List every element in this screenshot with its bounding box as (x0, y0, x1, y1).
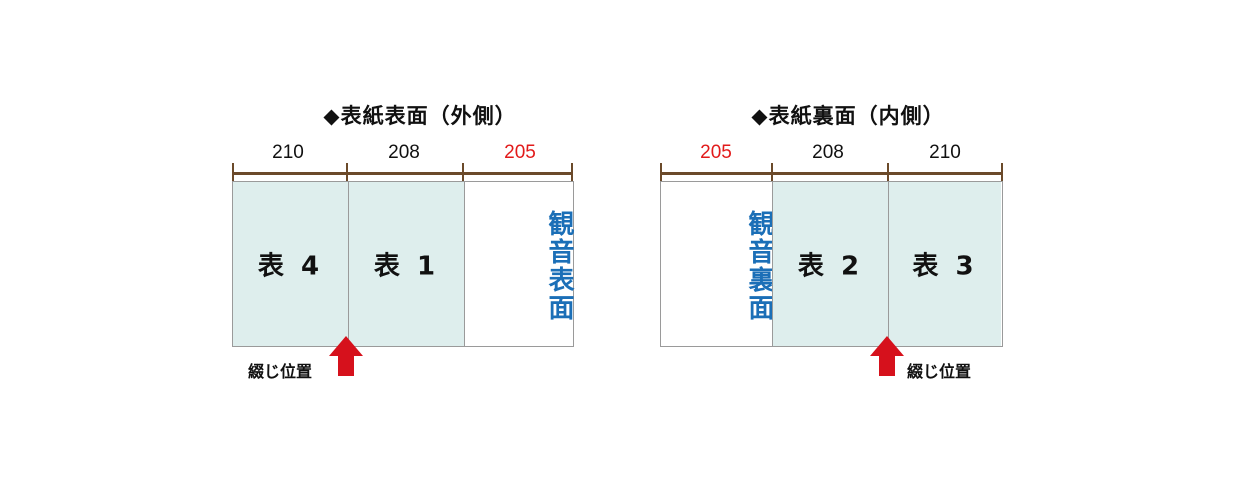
outer-cover-title: ◆表紙表面（外側） (323, 104, 517, 128)
outer-binding-label: 綴じ位置 (248, 362, 313, 381)
outer-panel-back-cover: 表 4 (233, 182, 348, 346)
outer-dimension-1: 210 (272, 142, 304, 163)
outer-panels: 表 4 表 1 観音表面 (232, 181, 574, 347)
inner-binding-label: 綴じ位置 (907, 362, 972, 381)
outer-panel-label: 表 4 (257, 251, 324, 282)
inner-panel-inside-front: 表 2 (772, 182, 888, 346)
outer-gatefold-label: 観音表面 (544, 210, 574, 322)
inner-panel-gatefold: 観音裏面 (661, 182, 774, 346)
inner-dimension-1: 205 (700, 142, 732, 163)
inner-cover-diagram: ◆表紙裏面（内側） 205 208 210 観音裏面 表 2 表 3 綴じ位置 (658, 0, 1038, 487)
inner-dimension-3: 210 (929, 142, 961, 163)
outer-panel-front-cover: 表 1 (348, 182, 464, 346)
outer-dimension-2: 208 (388, 142, 420, 163)
inner-dimension-ruler (660, 163, 1003, 181)
outer-dimension-ruler (232, 163, 573, 181)
inner-panel-label: 表 3 (912, 251, 978, 282)
inner-gatefold-label: 観音裏面 (744, 210, 774, 322)
outer-panel-gatefold: 観音表面 (464, 182, 574, 346)
inner-dimension-2: 208 (812, 142, 844, 163)
inner-panel-inside-back: 表 3 (888, 182, 1001, 346)
outer-dimension-3: 205 (504, 142, 536, 163)
inner-panels: 観音裏面 表 2 表 3 (660, 181, 1003, 347)
outer-cover-diagram: ◆表紙表面（外側） 210 208 205 表 4 表 1 観音表面 綴じ位置 (230, 0, 610, 487)
binding-arrow-icon (870, 336, 904, 376)
inner-panel-label: 表 2 (797, 251, 864, 282)
binding-arrow-icon (329, 336, 363, 376)
outer-panel-label: 表 1 (373, 251, 440, 282)
inner-cover-title: ◆表紙裏面（内側） (751, 104, 945, 128)
